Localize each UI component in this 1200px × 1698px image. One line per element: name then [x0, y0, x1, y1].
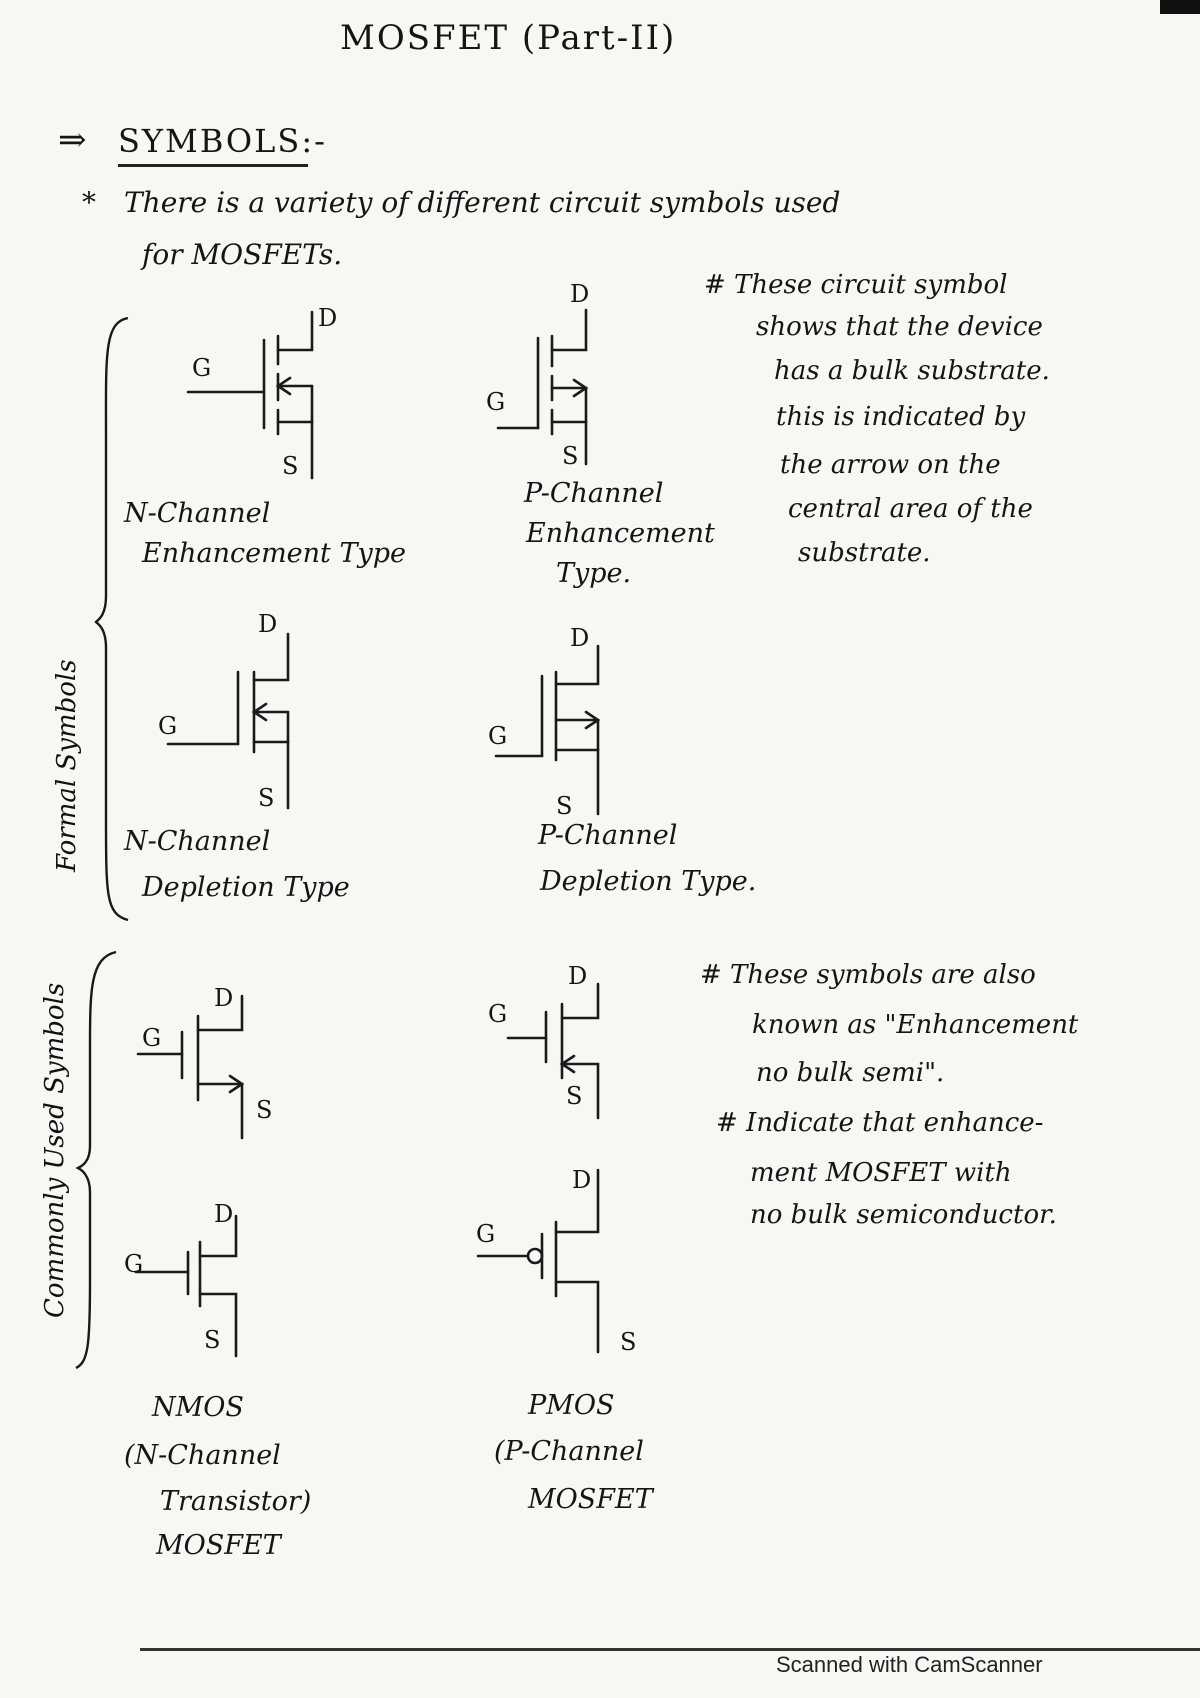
source-label: S — [556, 792, 573, 820]
common-symbols-label: Commonly Used Symbols — [40, 982, 70, 1318]
p-channel-enhancement-symbol — [496, 308, 589, 466]
drain-label: D — [570, 624, 590, 652]
note-bulk-line: shows that the device — [756, 312, 1043, 342]
nmos-caption-line: (N-Channel — [124, 1440, 281, 1471]
gate-label: G — [488, 722, 508, 750]
formal-symbols-label: Formal Symbols — [52, 659, 82, 872]
page-title: MOSFET (Part-II) — [340, 18, 677, 58]
section-heading: SYMBOLS:- — [118, 122, 327, 160]
drain-label: D — [318, 304, 338, 332]
common-pmos-enhancement-symbol — [506, 982, 600, 1120]
gate-label: G — [476, 1220, 496, 1248]
note-no-bulk-line: ment MOSFET with — [750, 1158, 1012, 1188]
note-bulk-line: substrate. — [798, 538, 931, 568]
note-bulk-line: the arrow on the — [780, 450, 1001, 480]
gate-label: G — [192, 354, 212, 382]
p-channel-depletion-symbol — [494, 644, 601, 816]
symbol-caption: Depletion Type. — [540, 866, 757, 897]
nmos-caption-line: MOSFET — [156, 1530, 281, 1561]
note-no-bulk-line: no bulk semiconductor. — [750, 1200, 1057, 1230]
gate-label: G — [124, 1250, 144, 1278]
symbol-caption: N-Channel — [124, 826, 271, 857]
scan-edge-mark — [1160, 0, 1200, 14]
source-label: S — [204, 1326, 221, 1354]
source-label: S — [566, 1082, 583, 1110]
gate-label: G — [488, 1000, 508, 1028]
formal-symbols-brace — [94, 316, 129, 922]
note-bulk-line: this is indicated by — [776, 402, 1026, 432]
gate-label: G — [486, 388, 506, 416]
common-symbols-brace — [75, 950, 117, 1370]
symbol-caption: Enhancement — [526, 518, 715, 549]
note-bulk-line: central area of the — [788, 494, 1033, 524]
pmos-caption-line: (P-Channel — [494, 1436, 644, 1467]
common-nmos-enhancement-symbol — [136, 994, 245, 1140]
intro-line-2: for MOSFETs. — [142, 238, 343, 271]
nmos-caption-line: NMOS — [152, 1392, 244, 1423]
gate-label: G — [158, 712, 178, 740]
source-label: S — [562, 442, 579, 470]
page-bottom-rule — [140, 1648, 1200, 1651]
gate-label: G — [142, 1024, 162, 1052]
intro-line-1: There is a variety of different circuit … — [124, 186, 841, 219]
note-no-bulk-line: # These symbols are also — [700, 960, 1036, 990]
section-arrow: ⇒ — [58, 120, 87, 160]
intro-bullet: * — [82, 186, 96, 219]
symbol-caption: Type. — [556, 558, 632, 589]
drain-label: D — [568, 962, 588, 990]
symbol-caption: Enhancement Type — [142, 538, 407, 569]
drain-label: D — [570, 280, 590, 308]
note-bulk-line: has a bulk substrate. — [774, 356, 1050, 386]
note-no-bulk-line: known as "Enhancement — [752, 1010, 1079, 1040]
common-nmos-symbol — [134, 1214, 238, 1358]
nmos-caption-line: Transistor) — [160, 1486, 312, 1517]
note-no-bulk-line: # Indicate that enhance- — [716, 1108, 1044, 1138]
scanner-watermark: Scanned with CamScanner — [776, 1652, 1043, 1677]
note-no-bulk-line: no bulk semi". — [756, 1058, 945, 1088]
heading-underline — [118, 164, 308, 167]
n-channel-enhancement-symbol — [186, 310, 314, 480]
symbol-caption: N-Channel — [124, 498, 271, 529]
symbol-caption: Depletion Type — [142, 872, 350, 903]
drain-label: D — [214, 1200, 234, 1228]
pmos-caption-line: PMOS — [528, 1390, 615, 1421]
common-pmos-symbol — [476, 1168, 600, 1354]
drain-label: D — [572, 1166, 592, 1194]
source-label: S — [256, 1096, 273, 1124]
n-channel-depletion-symbol — [166, 632, 290, 810]
symbol-caption: P-Channel — [524, 478, 664, 509]
source-label: S — [282, 452, 299, 480]
pmos-caption-line: MOSFET — [528, 1484, 653, 1515]
drain-label: D — [214, 984, 234, 1012]
symbol-caption: P-Channel — [538, 820, 678, 851]
drain-label: D — [258, 610, 278, 638]
source-label: S — [258, 784, 275, 812]
note-bulk-line: # These circuit symbol — [704, 270, 1008, 300]
source-label: S — [620, 1328, 637, 1356]
